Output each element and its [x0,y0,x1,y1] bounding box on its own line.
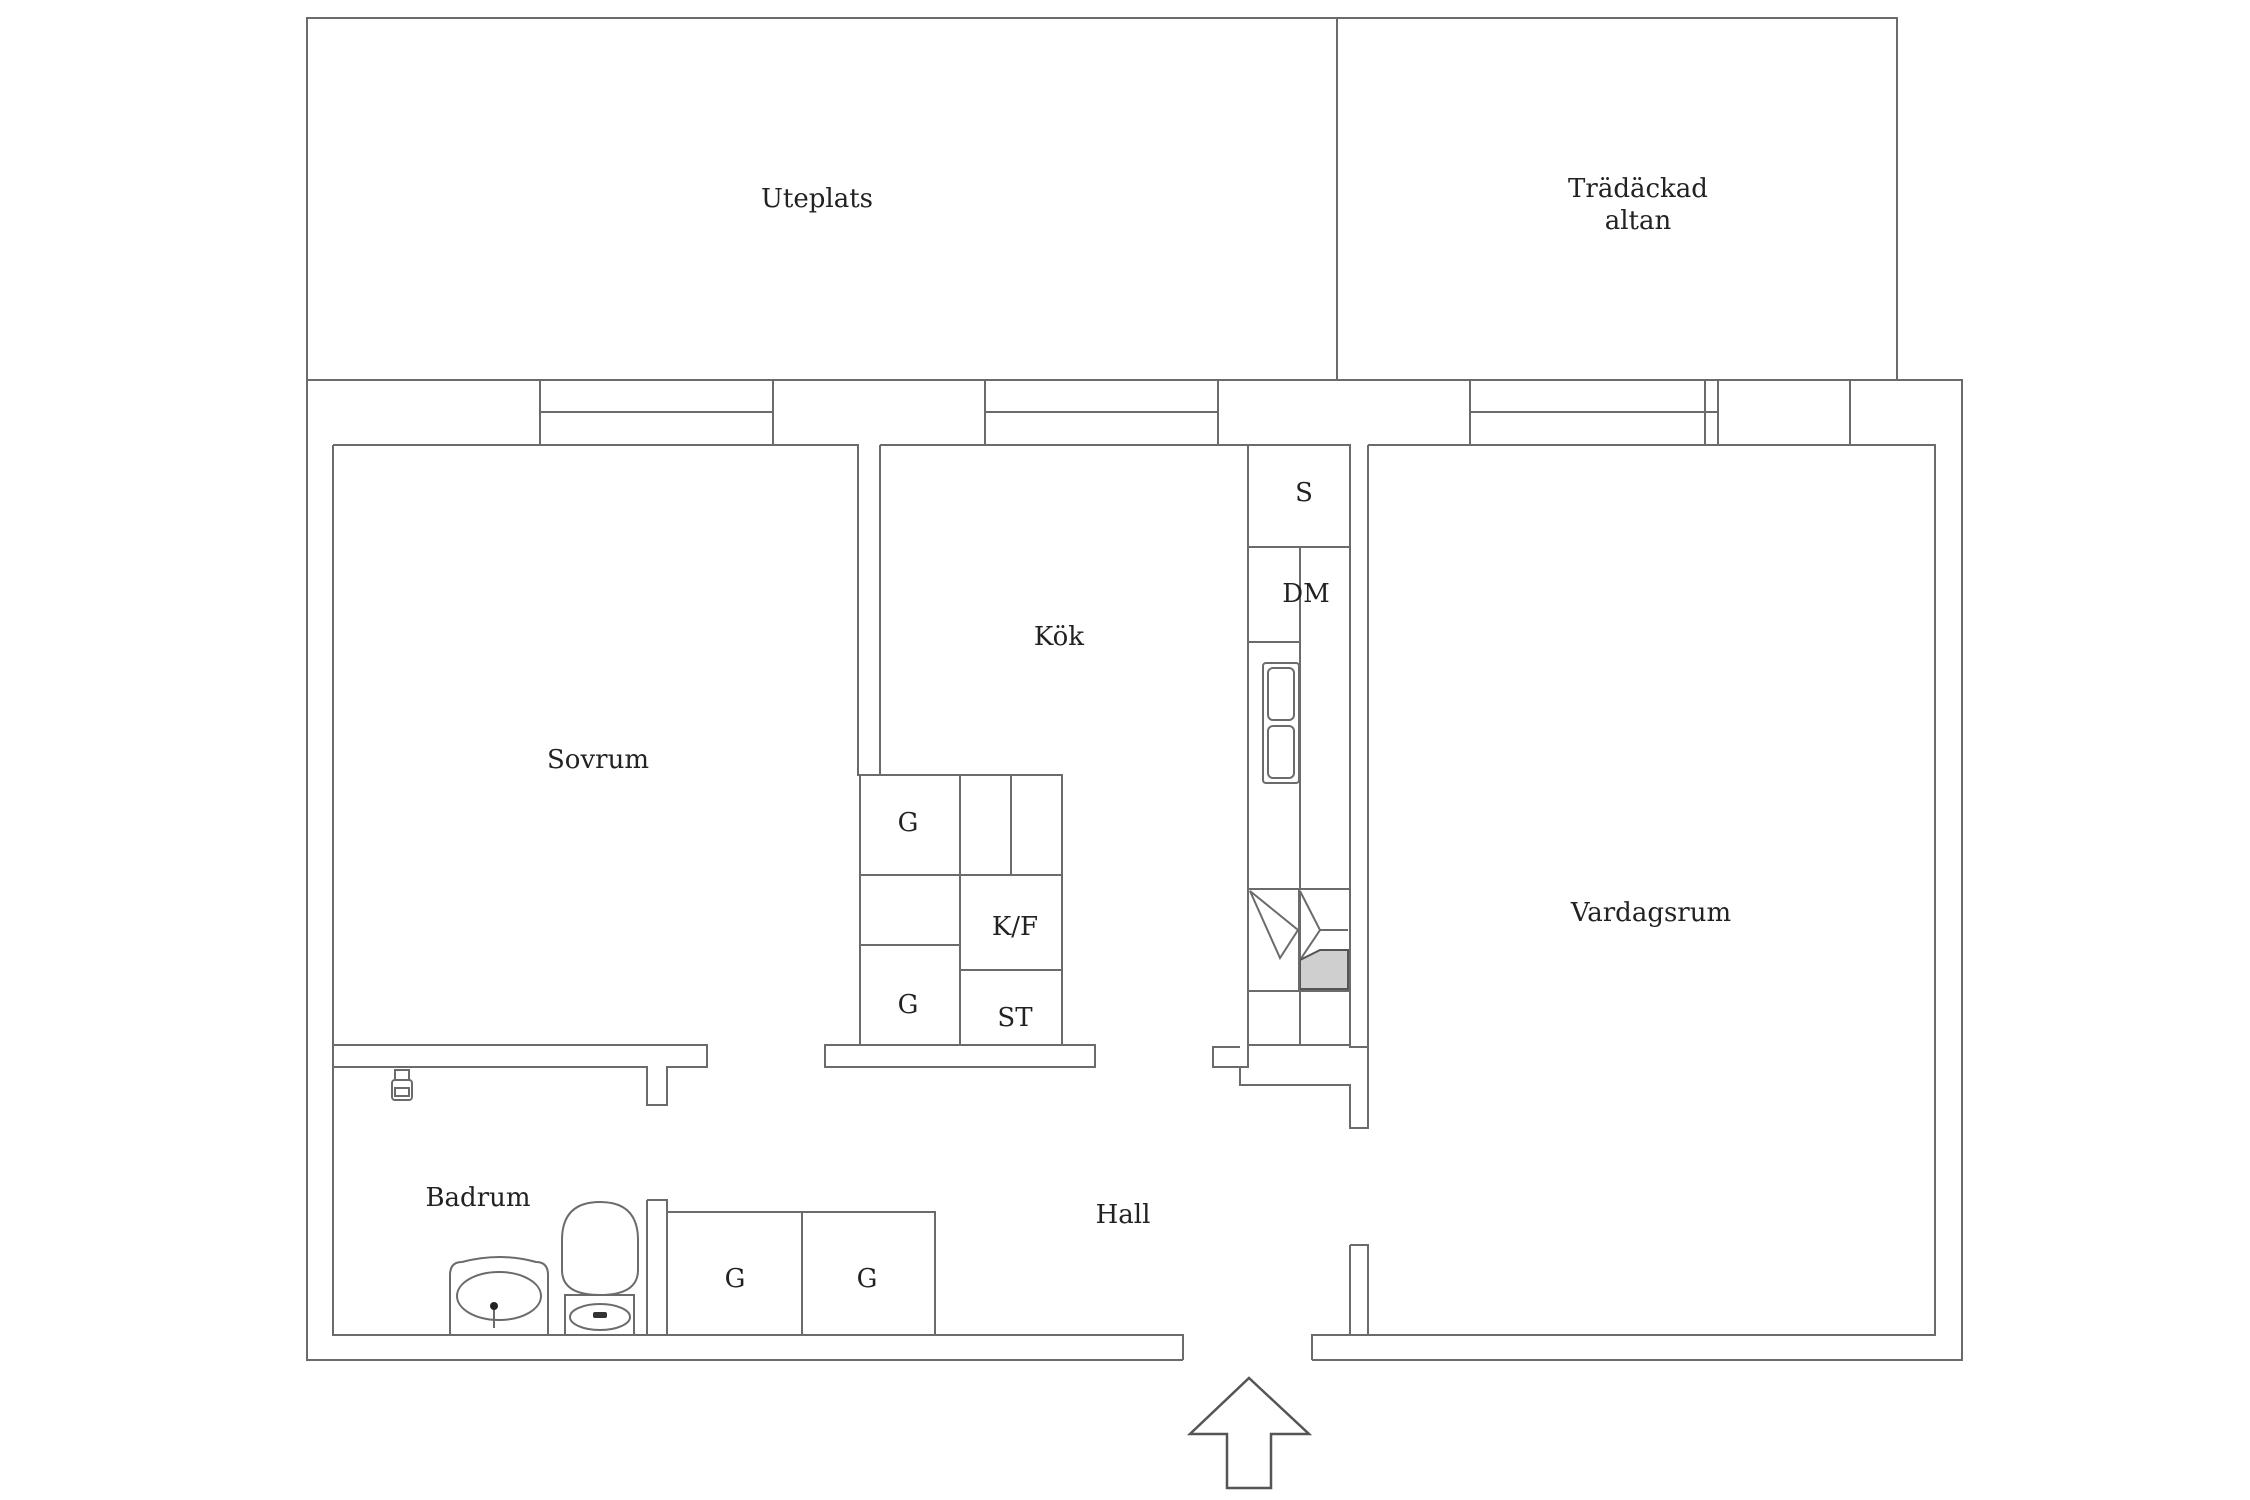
terrace-outline [306,17,1898,380]
outdoor-areas [306,17,1962,381]
label-tradackad-2: altan [1605,206,1672,236]
label-st: ST [997,1003,1033,1033]
label-vardagsrum: Vardagsrum [1570,898,1731,928]
entrance-arrow-icon [1186,1376,1313,1490]
sink-icon [1262,662,1300,784]
label-sovrum: Sovrum [547,745,649,775]
vardagsrum-walls [1349,444,1935,1335]
cabinet-g-lower [859,944,961,1046]
label-g-kitchen-upper: G [898,808,919,838]
washbasin-icon [449,1256,549,1336]
fridge-freezer [959,874,1063,971]
counter-top [1299,546,1351,890]
faucet-icon [391,1069,413,1101]
label-kok: Kök [1034,622,1084,652]
stove-icon [1247,888,1351,992]
label-tradackad-1: Trädäckad [1568,174,1708,204]
label-g-hall-2: G [857,1264,878,1294]
badrum-hall [391,1069,936,1336]
label-dm: DM [1282,579,1329,609]
label-uteplats: Uteplats [761,184,873,214]
label-g-kitchen-lower: G [898,990,919,1020]
kitchen-counter-right [1247,444,1351,1046]
label-badrum: Badrum [425,1183,530,1213]
closet-g-2 [801,1211,936,1336]
toilet-icon [561,1200,639,1336]
label-kf: K/F [992,912,1038,942]
windows [539,379,1719,446]
storage-st [959,969,1063,1046]
closet-g-1 [666,1211,803,1336]
cabinet-g-upper [859,774,961,876]
label-g-hall-1: G [725,1264,746,1294]
label-hall: Hall [1096,1200,1151,1230]
kitchen-cabinets-left [859,774,1063,1046]
cabinet-s [1247,444,1351,548]
label-s: S [1295,478,1313,508]
sovrum-walls [332,444,881,1106]
